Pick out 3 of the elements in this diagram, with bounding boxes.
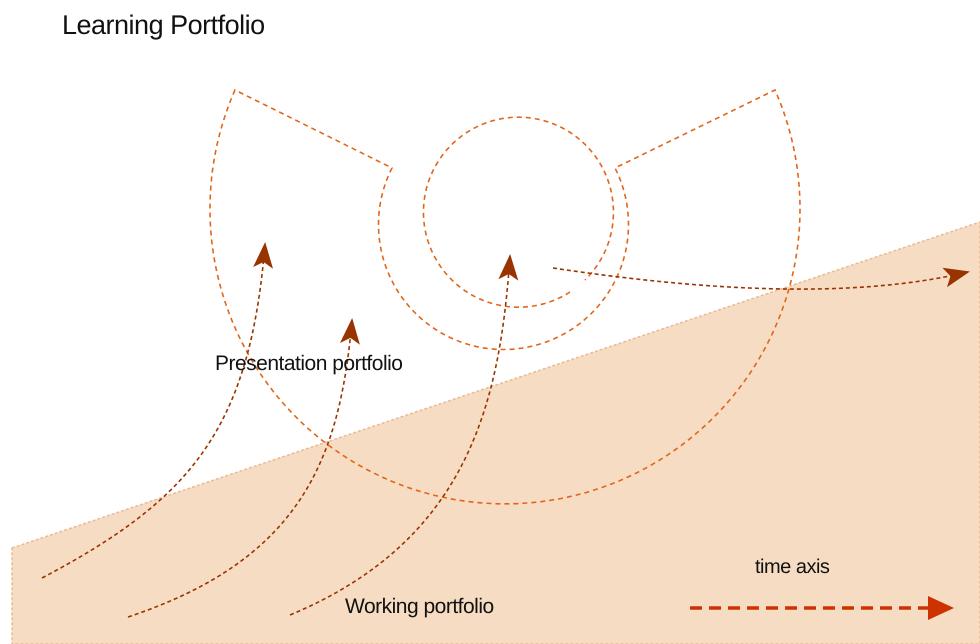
legend-label: time axis	[755, 556, 830, 579]
part-label: Working portfolio	[345, 595, 494, 619]
diagram-title: Learning Portfolio	[62, 10, 265, 41]
